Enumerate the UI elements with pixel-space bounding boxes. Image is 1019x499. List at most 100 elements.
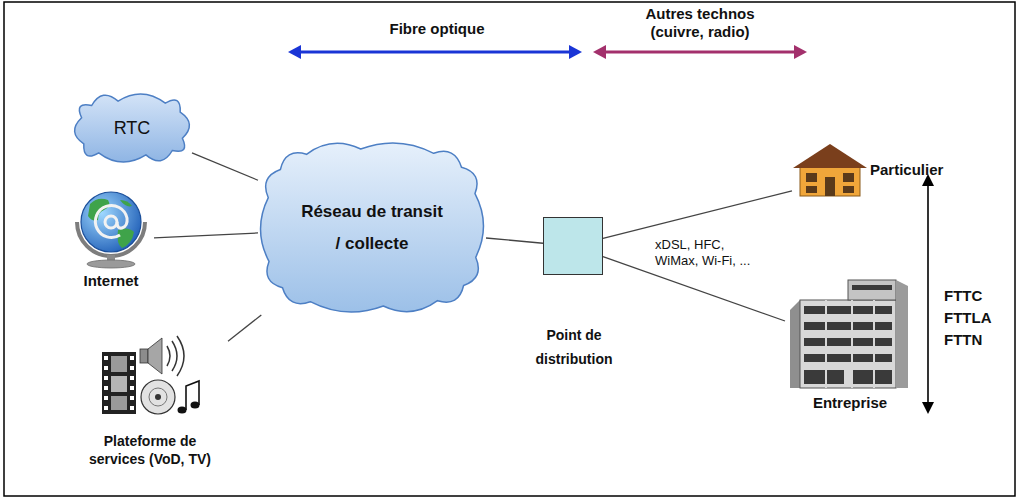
service-platform-icon-part [102,352,136,414]
internet-globe-icon-part [87,260,135,268]
internet-globe-icon-part [95,206,127,238]
office-building-icon-part [852,370,892,384]
service-platform-icon-part [104,376,108,380]
label-holder: Internet [83,272,138,290]
office-building-icon-part [804,370,844,384]
node-label: Entreprise [787,394,913,412]
service-platform-node: Plateforme de services (VoD, TV) [72,332,228,474]
node-label: Point de distribution [524,323,624,371]
service-platform-icon-part [111,396,127,410]
service-platform-icon-part [130,386,134,390]
other-tech-span-arrow-part [794,45,807,59]
house-icon-part [843,173,854,182]
node-label: Internet [83,272,138,290]
service-platform-icon-part [178,407,187,414]
house-icon-part [843,186,854,193]
connector-line [603,191,792,239]
service-platform-icon-part [104,356,108,360]
cloud-shape [261,143,484,312]
internet-globe-icon [77,192,145,268]
service-platform-icon-part [104,406,108,410]
ftt-span-arrow-part [922,402,934,414]
house-icon-part [800,165,860,196]
service-platform-icon-part [130,356,134,360]
service-platform-icon-part [141,380,175,414]
label-holder: Réseau de transit / collecte [297,196,447,260]
other-tech-span-arrow-part [603,51,797,54]
service-platform-icon-part [130,376,134,380]
service-platform-icon-part [130,366,134,370]
home-node: Particulier [792,142,957,198]
service-platform-icon-part [111,376,127,392]
house-icon-part [806,186,817,193]
fibre-span-arrow [288,45,582,59]
cloud-outline [258,140,486,315]
picture-frame-part [4,2,1015,496]
office-building-icon-part [896,280,908,388]
office-building-icon-part [790,300,800,388]
service-platform-icon-part [104,366,108,370]
internet-node: Internet [68,186,154,294]
house-icon [793,144,867,196]
office-building-icon-part [852,285,892,290]
internet-globe-icon-part [81,192,141,252]
office-building-icon-part [851,300,853,388]
office-building-icon-part [825,300,827,388]
house-icon-part [825,177,835,196]
label-holder: xDSL, HFC, WiMax, Wi-Fi, ... [653,236,765,270]
label-holder: RTC [114,117,151,139]
house-icon-part [793,144,867,168]
office-building-icon-part [800,300,896,388]
node-label: RTC [114,117,151,139]
office-building-icon-part [804,322,892,330]
label-holder: FTTC FTTLA FTTN [944,285,991,351]
service-platform-icon-part [104,396,108,400]
connector-line [486,238,543,243]
connector-line [228,315,261,341]
annotation-label: Fibre optique [337,20,537,38]
fibre-span-arrow-part [298,51,572,54]
annotation-label: FTTC FTTLA FTTN [944,285,991,351]
house-icon-part [806,173,817,182]
node-label: Plateforme de services (VoD, TV) [75,432,225,468]
label-holder: Entreprise [787,394,913,412]
fibre-span-arrow-part [569,45,582,59]
service-platform-icon-part [155,394,161,400]
label-holder: Fibre optique [337,20,537,38]
office-building-icon-part [804,338,892,346]
label-holder: Particulier [870,161,943,179]
annotation-label: Autres technos (cuivre, radio) [620,5,780,41]
ftt-span-arrow [922,174,934,414]
service-platform-icon-part [111,356,127,372]
picture-frame [4,2,1015,496]
internet-globe-icon-part [120,200,132,206]
node-label: Particulier [870,161,943,179]
service-platform-icon-part [191,402,200,409]
office-building-icon-part [804,306,892,314]
fibre-span-arrow-part [288,45,301,59]
connector-line [192,153,258,180]
cloud-shape [75,94,190,162]
office-building-icon [790,280,908,388]
label-holder: Autres technos (cuivre, radio) [620,5,780,41]
service-platform-icon-part [167,346,170,366]
internet-globe-icon-part [105,216,117,228]
business-node: Entreprise [785,274,915,414]
service-platform-icon-part [130,406,134,410]
office-building-icon-part [804,354,892,362]
office-building-icon-part [873,300,875,388]
service-platform-icon-part [130,396,134,400]
other-tech-span-arrow-part [593,45,606,59]
service-platform-icon-part [104,386,108,390]
node-label: Réseau de transit / collecte [297,196,447,260]
label-holder: Point de distribution [524,323,624,371]
annotation-label: xDSL, HFC, WiMax, Wi-Fi, ... [653,236,765,270]
connector-line [154,233,258,238]
network-cloud: RTC [72,92,192,164]
network-cloud: Réseau de transit / collecte [258,140,486,315]
other-tech-span-arrow [593,45,807,59]
distribution-box: Point de distribution [543,217,603,275]
